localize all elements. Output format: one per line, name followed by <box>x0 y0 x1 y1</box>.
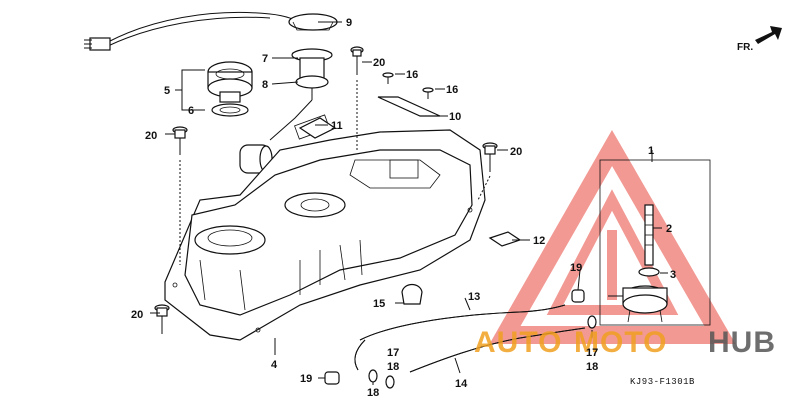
leader-lines <box>150 21 668 385</box>
watermark-auto: AUTO <box>474 326 562 359</box>
callout-20-c: 20 <box>510 146 522 158</box>
callout-15: 15 <box>373 298 385 310</box>
callout-19-b: 19 <box>570 262 582 274</box>
callout-3: 3 <box>670 269 676 281</box>
callout-13: 13 <box>468 291 480 303</box>
watermark-moto: MOTO <box>574 326 667 359</box>
fuel-gauge-unit <box>269 13 338 141</box>
callout-8: 8 <box>262 79 268 91</box>
label-11 <box>298 117 337 139</box>
plate-10 <box>377 96 441 117</box>
clip-15 <box>401 283 423 305</box>
clip-18-b <box>385 375 395 389</box>
callout-20-d: 20 <box>131 309 143 321</box>
bolt-20-d <box>154 304 170 334</box>
diagram-code: KJ93-F1301B <box>630 377 695 387</box>
watermark-triangle <box>489 129 736 344</box>
callout-11: 11 <box>331 120 343 132</box>
callout-numbers: 9 7 8 5 6 20 16 16 10 11 20 20 12 15 13 … <box>131 17 676 399</box>
bolt-20-a <box>350 46 364 75</box>
callout-7: 7 <box>262 53 268 65</box>
clip-17 <box>587 315 597 329</box>
label-12 <box>488 231 522 247</box>
clip-18-a <box>368 369 378 383</box>
hose-14 <box>409 327 586 373</box>
hose-13 <box>354 304 566 371</box>
clip-19-b <box>571 289 585 303</box>
clip-19-a <box>324 371 340 385</box>
callout-12: 12 <box>533 235 545 247</box>
bolt-20-b <box>172 126 188 155</box>
watermark-text: AUTO MOTO HUB <box>474 326 776 359</box>
direction-arrow: FR. <box>737 26 782 53</box>
filler-cap <box>207 61 253 117</box>
direction-label: FR. <box>737 42 753 53</box>
screw-16-a <box>382 72 394 84</box>
callout-20-a: 20 <box>373 57 385 69</box>
callout-16-a: 16 <box>406 69 418 81</box>
fuel-cock-assembly <box>599 159 711 326</box>
callout-2: 2 <box>666 223 672 235</box>
callout-6: 6 <box>188 105 194 117</box>
callout-4: 4 <box>271 359 278 371</box>
callout-17-a: 17 <box>387 347 399 359</box>
callout-5: 5 <box>164 85 170 97</box>
callout-14: 14 <box>455 378 468 390</box>
callout-16-b: 16 <box>446 84 458 96</box>
wire-harness <box>84 11 306 51</box>
callout-17-b: 17 <box>586 347 598 359</box>
watermark-hub: HUB <box>708 326 776 359</box>
callout-1: 1 <box>648 145 654 157</box>
callout-20-b: 20 <box>145 130 157 142</box>
callout-18-a: 18 <box>387 361 399 373</box>
callout-18-b: 18 <box>367 387 379 399</box>
screw-16-b <box>422 87 434 99</box>
callout-9: 9 <box>346 17 352 29</box>
bolt-20-c <box>482 142 498 172</box>
callout-10: 10 <box>449 111 461 123</box>
fuel-tank <box>164 129 486 341</box>
callout-18-c: 18 <box>586 361 598 373</box>
callout-19-a: 19 <box>300 373 312 385</box>
